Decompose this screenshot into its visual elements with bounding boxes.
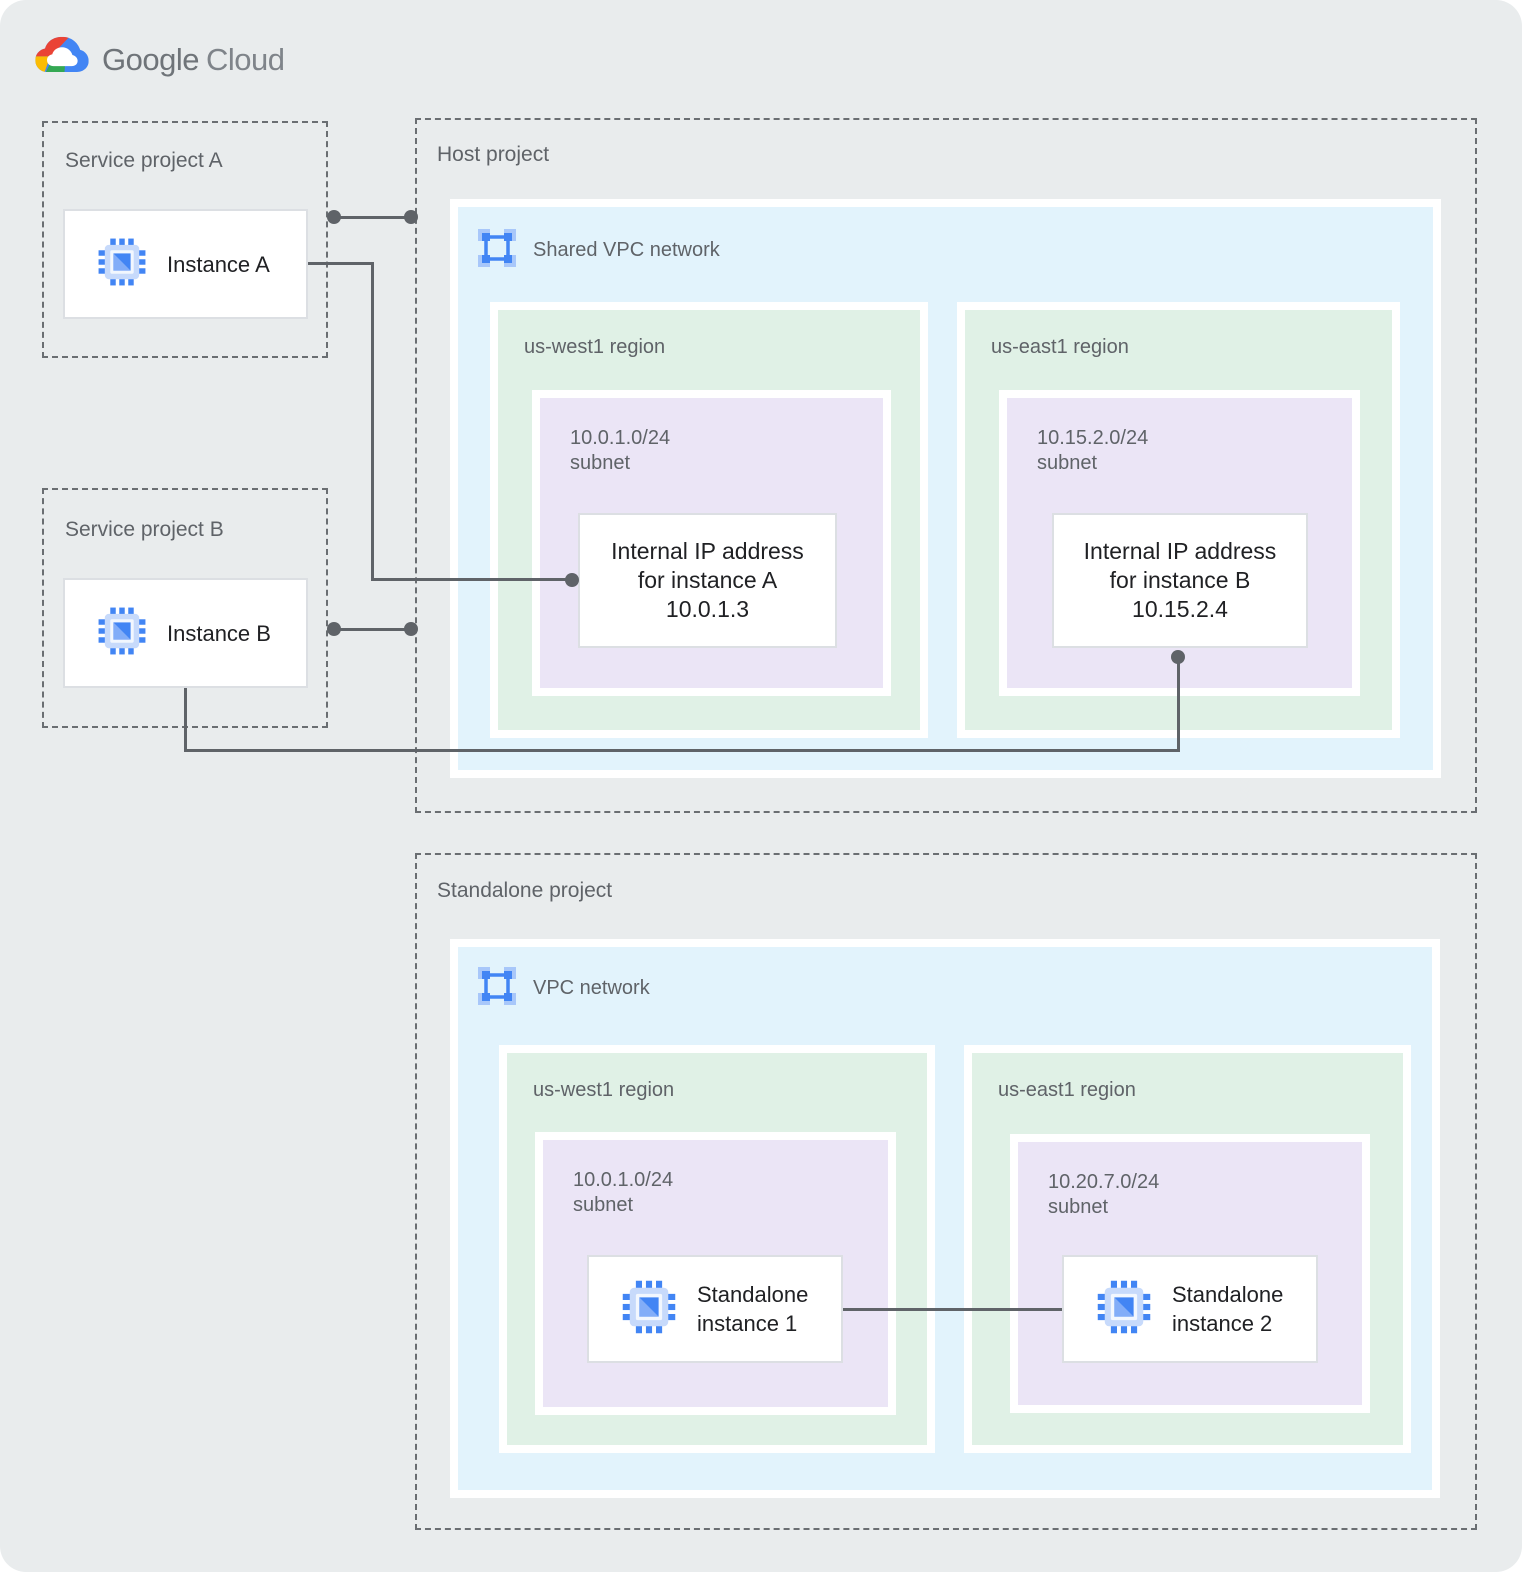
vpc-network-icon <box>476 965 518 1011</box>
host-subnet-us-east1-label: 10.15.2.0/24 subnet <box>1037 426 1148 476</box>
connector-instance-b-ip <box>184 749 1180 752</box>
instance-b-card: Instance B <box>63 578 308 688</box>
connector-endpoint-dot <box>1171 650 1185 664</box>
internal-ip-instance-a-card: Internal IP address for instance A 10.0.… <box>578 513 837 648</box>
connector-instance-a-ip <box>371 578 572 581</box>
subnet-word: subnet <box>1037 452 1098 474</box>
connector-instance-b-ip <box>184 688 187 752</box>
google-cloud-logo: Google Cloud <box>34 34 285 85</box>
host-region-us-west1-label: us-west1 region <box>524 336 666 358</box>
connector-instance-a-ip <box>308 262 374 265</box>
standalone-region-us-east1-label: us-east1 region <box>998 1079 1136 1101</box>
connector-endpoint-dot <box>327 622 341 636</box>
service-project-a-title: Service project A <box>65 149 223 172</box>
vpc-network-header: VPC network <box>476 965 650 1011</box>
subnet-cidr: 10.15.2.0/24 <box>1037 427 1149 449</box>
connector-standalone-instances <box>843 1308 1062 1311</box>
standalone-project-box <box>415 853 1477 1530</box>
connector-instance-a-ip <box>371 262 374 581</box>
standalone-instance-2-label: Standalone instance 2 <box>1172 1282 1284 1336</box>
instance-a-label: Instance A <box>167 251 270 277</box>
subnet-word: subnet <box>1048 1196 1109 1218</box>
shared-vpc-network-label: Shared VPC network <box>533 239 720 261</box>
compute-instance-icon <box>621 1279 677 1340</box>
ip-card-line: 10.15.2.4 <box>1132 596 1228 622</box>
instance-a-card: Instance A <box>63 209 308 319</box>
subnet-cidr: 10.0.1.0/24 <box>570 427 671 449</box>
ip-card-line: 10.0.1.3 <box>665 596 750 622</box>
connector-endpoint-dot <box>404 622 418 636</box>
ip-card-line: for instance A <box>637 567 778 593</box>
instance-b-label: Instance B <box>167 620 271 646</box>
subnet-word: subnet <box>573 1194 634 1216</box>
vpc-network-label: VPC network <box>533 977 650 999</box>
standalone-region-us-west1-label: us-west1 region <box>533 1079 675 1101</box>
service-project-b-title: Service project B <box>65 518 224 541</box>
subnet-cidr: 10.0.1.0/24 <box>573 1169 674 1191</box>
standalone-instance-2-card: Standalone instance 2 <box>1062 1255 1318 1363</box>
connector-endpoint-dot <box>565 573 579 587</box>
connector-endpoint-dot <box>404 210 418 224</box>
ip-card-line: Internal IP address <box>1083 538 1277 564</box>
connector-service-a-host <box>334 216 412 219</box>
service-project-a-box <box>42 121 328 358</box>
host-project-title: Host project <box>437 143 550 166</box>
subnet-cidr: 10.20.7.0/24 <box>1048 1171 1160 1193</box>
vpc-network-icon <box>476 227 518 273</box>
host-subnet-us-west1-label: 10.0.1.0/24 subnet <box>570 426 670 476</box>
ip-card-line: Internal IP address <box>611 538 804 564</box>
logo-text-google: Google <box>102 41 199 77</box>
compute-instance-icon <box>97 237 147 292</box>
connector-endpoint-dot <box>327 210 341 224</box>
compute-instance-icon <box>1096 1279 1152 1340</box>
host-region-us-east1-label: us-east1 region <box>991 336 1129 358</box>
internal-ip-instance-b-card: Internal IP address for instance B 10.15… <box>1052 513 1308 648</box>
standalone-instance-1-card: Standalone instance 1 <box>587 1255 843 1363</box>
google-cloud-logo-icon <box>34 34 90 85</box>
standalone-instance-1-label: Standalone instance 1 <box>697 1282 809 1336</box>
shared-vpc-network-header: Shared VPC network <box>476 227 720 273</box>
compute-instance-icon <box>97 606 147 661</box>
connector-service-b-host <box>334 628 412 631</box>
subnet-word: subnet <box>570 452 631 474</box>
logo-text-cloud: Cloud <box>205 41 285 77</box>
ip-card-line: for instance B <box>1109 567 1251 593</box>
connector-instance-b-ip <box>1177 657 1180 752</box>
standalone-project-title: Standalone project <box>437 879 613 902</box>
standalone-subnet-us-east1-label: 10.20.7.0/24 subnet <box>1048 1170 1159 1220</box>
host-project-box <box>415 118 1477 813</box>
standalone-subnet-us-west1-label: 10.0.1.0/24 subnet <box>573 1168 673 1218</box>
